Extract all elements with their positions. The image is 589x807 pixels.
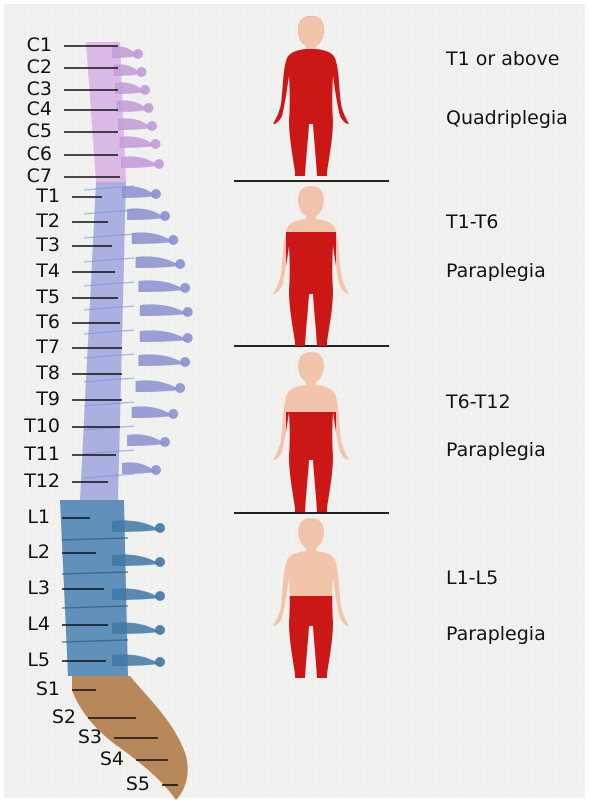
vertebra-label-t7: T7 <box>8 337 60 357</box>
vertebra-label-t5: T5 <box>8 287 60 307</box>
vertebra-label-t12: T12 <box>8 471 60 491</box>
thoracic-process-tip <box>183 333 193 343</box>
thoracic-process-tip <box>160 437 170 447</box>
vertebra-label-s4: S4 <box>72 749 124 769</box>
vertebra-label-c1: C1 <box>0 35 52 55</box>
zone-3-level: T6-T12 <box>446 391 511 413</box>
vertebra-label-t10: T10 <box>8 416 60 436</box>
vertebra-label-c4: C4 <box>0 99 52 119</box>
vertebra-label-t8: T8 <box>8 363 60 383</box>
vertebra-label-s1: S1 <box>8 679 60 699</box>
cervical-process-tip <box>151 139 161 149</box>
thoracic-process-tip <box>180 357 190 367</box>
lumbar-process-tip <box>155 625 165 635</box>
lumbar-process-tip <box>155 523 165 533</box>
vertebra-label-c3: C3 <box>0 79 52 99</box>
thoracic-process-tip <box>175 259 185 269</box>
lumbar-process-tip <box>155 557 165 567</box>
vertebra-label-s5: S5 <box>98 774 150 794</box>
cervical-process-tip <box>147 121 157 131</box>
vertebra-label-t3: T3 <box>8 235 60 255</box>
cervical-process-tip <box>133 49 143 59</box>
vertebra-label-t1: T1 <box>8 186 60 206</box>
vertebra-label-c5: C5 <box>0 121 52 141</box>
thoracic-process-tip <box>175 383 185 393</box>
vertebra-label-t4: T4 <box>8 261 60 281</box>
thoracic-process-tip <box>151 189 161 199</box>
zone-3-condition: Paraplegia <box>446 439 546 461</box>
thoracic-process-tip <box>180 283 190 293</box>
cervical-process-tip <box>137 67 147 77</box>
vertebra-label-c2: C2 <box>0 57 52 77</box>
thoracic-process-tip <box>160 211 170 221</box>
zone-4-condition: Paraplegia <box>446 623 546 645</box>
lumbar-process-tip <box>155 657 165 667</box>
vertebra-label-t11: T11 <box>8 444 60 464</box>
vertebra-label-t9: T9 <box>8 389 60 409</box>
vertebra-label-t6: T6 <box>8 312 60 332</box>
zone-1-condition: Quadriplegia <box>446 107 568 129</box>
thoracic-process-tip <box>183 307 193 317</box>
lumbar-process-tip <box>155 591 165 601</box>
thoracic-process-tip <box>151 465 161 475</box>
zone-4-level: L1-L5 <box>446 567 498 589</box>
vertebra-label-s3: S3 <box>50 727 102 747</box>
vertebra-label-l2: L2 <box>0 542 50 562</box>
cervical-process-tip <box>144 103 154 113</box>
cervical-process-tip <box>140 85 150 95</box>
zone-1-level: T1 or above <box>446 48 559 70</box>
vertebra-label-l1: L1 <box>0 507 50 527</box>
cervical-process-tip <box>154 159 164 169</box>
zone-2-condition: Paraplegia <box>446 260 546 282</box>
vertebra-label-s2: S2 <box>24 707 76 727</box>
thoracic-process-tip <box>168 409 178 419</box>
vertebra-label-l5: L5 <box>0 650 50 670</box>
vertebra-label-l3: L3 <box>0 578 50 598</box>
vertebra-label-t2: T2 <box>8 211 60 231</box>
zone-2-level: T1-T6 <box>446 211 499 233</box>
vertebra-label-c7: C7 <box>0 166 52 186</box>
vertebra-label-l4: L4 <box>0 614 50 634</box>
thoracic-process-tip <box>168 235 178 245</box>
vertebra-label-c6: C6 <box>0 144 52 164</box>
